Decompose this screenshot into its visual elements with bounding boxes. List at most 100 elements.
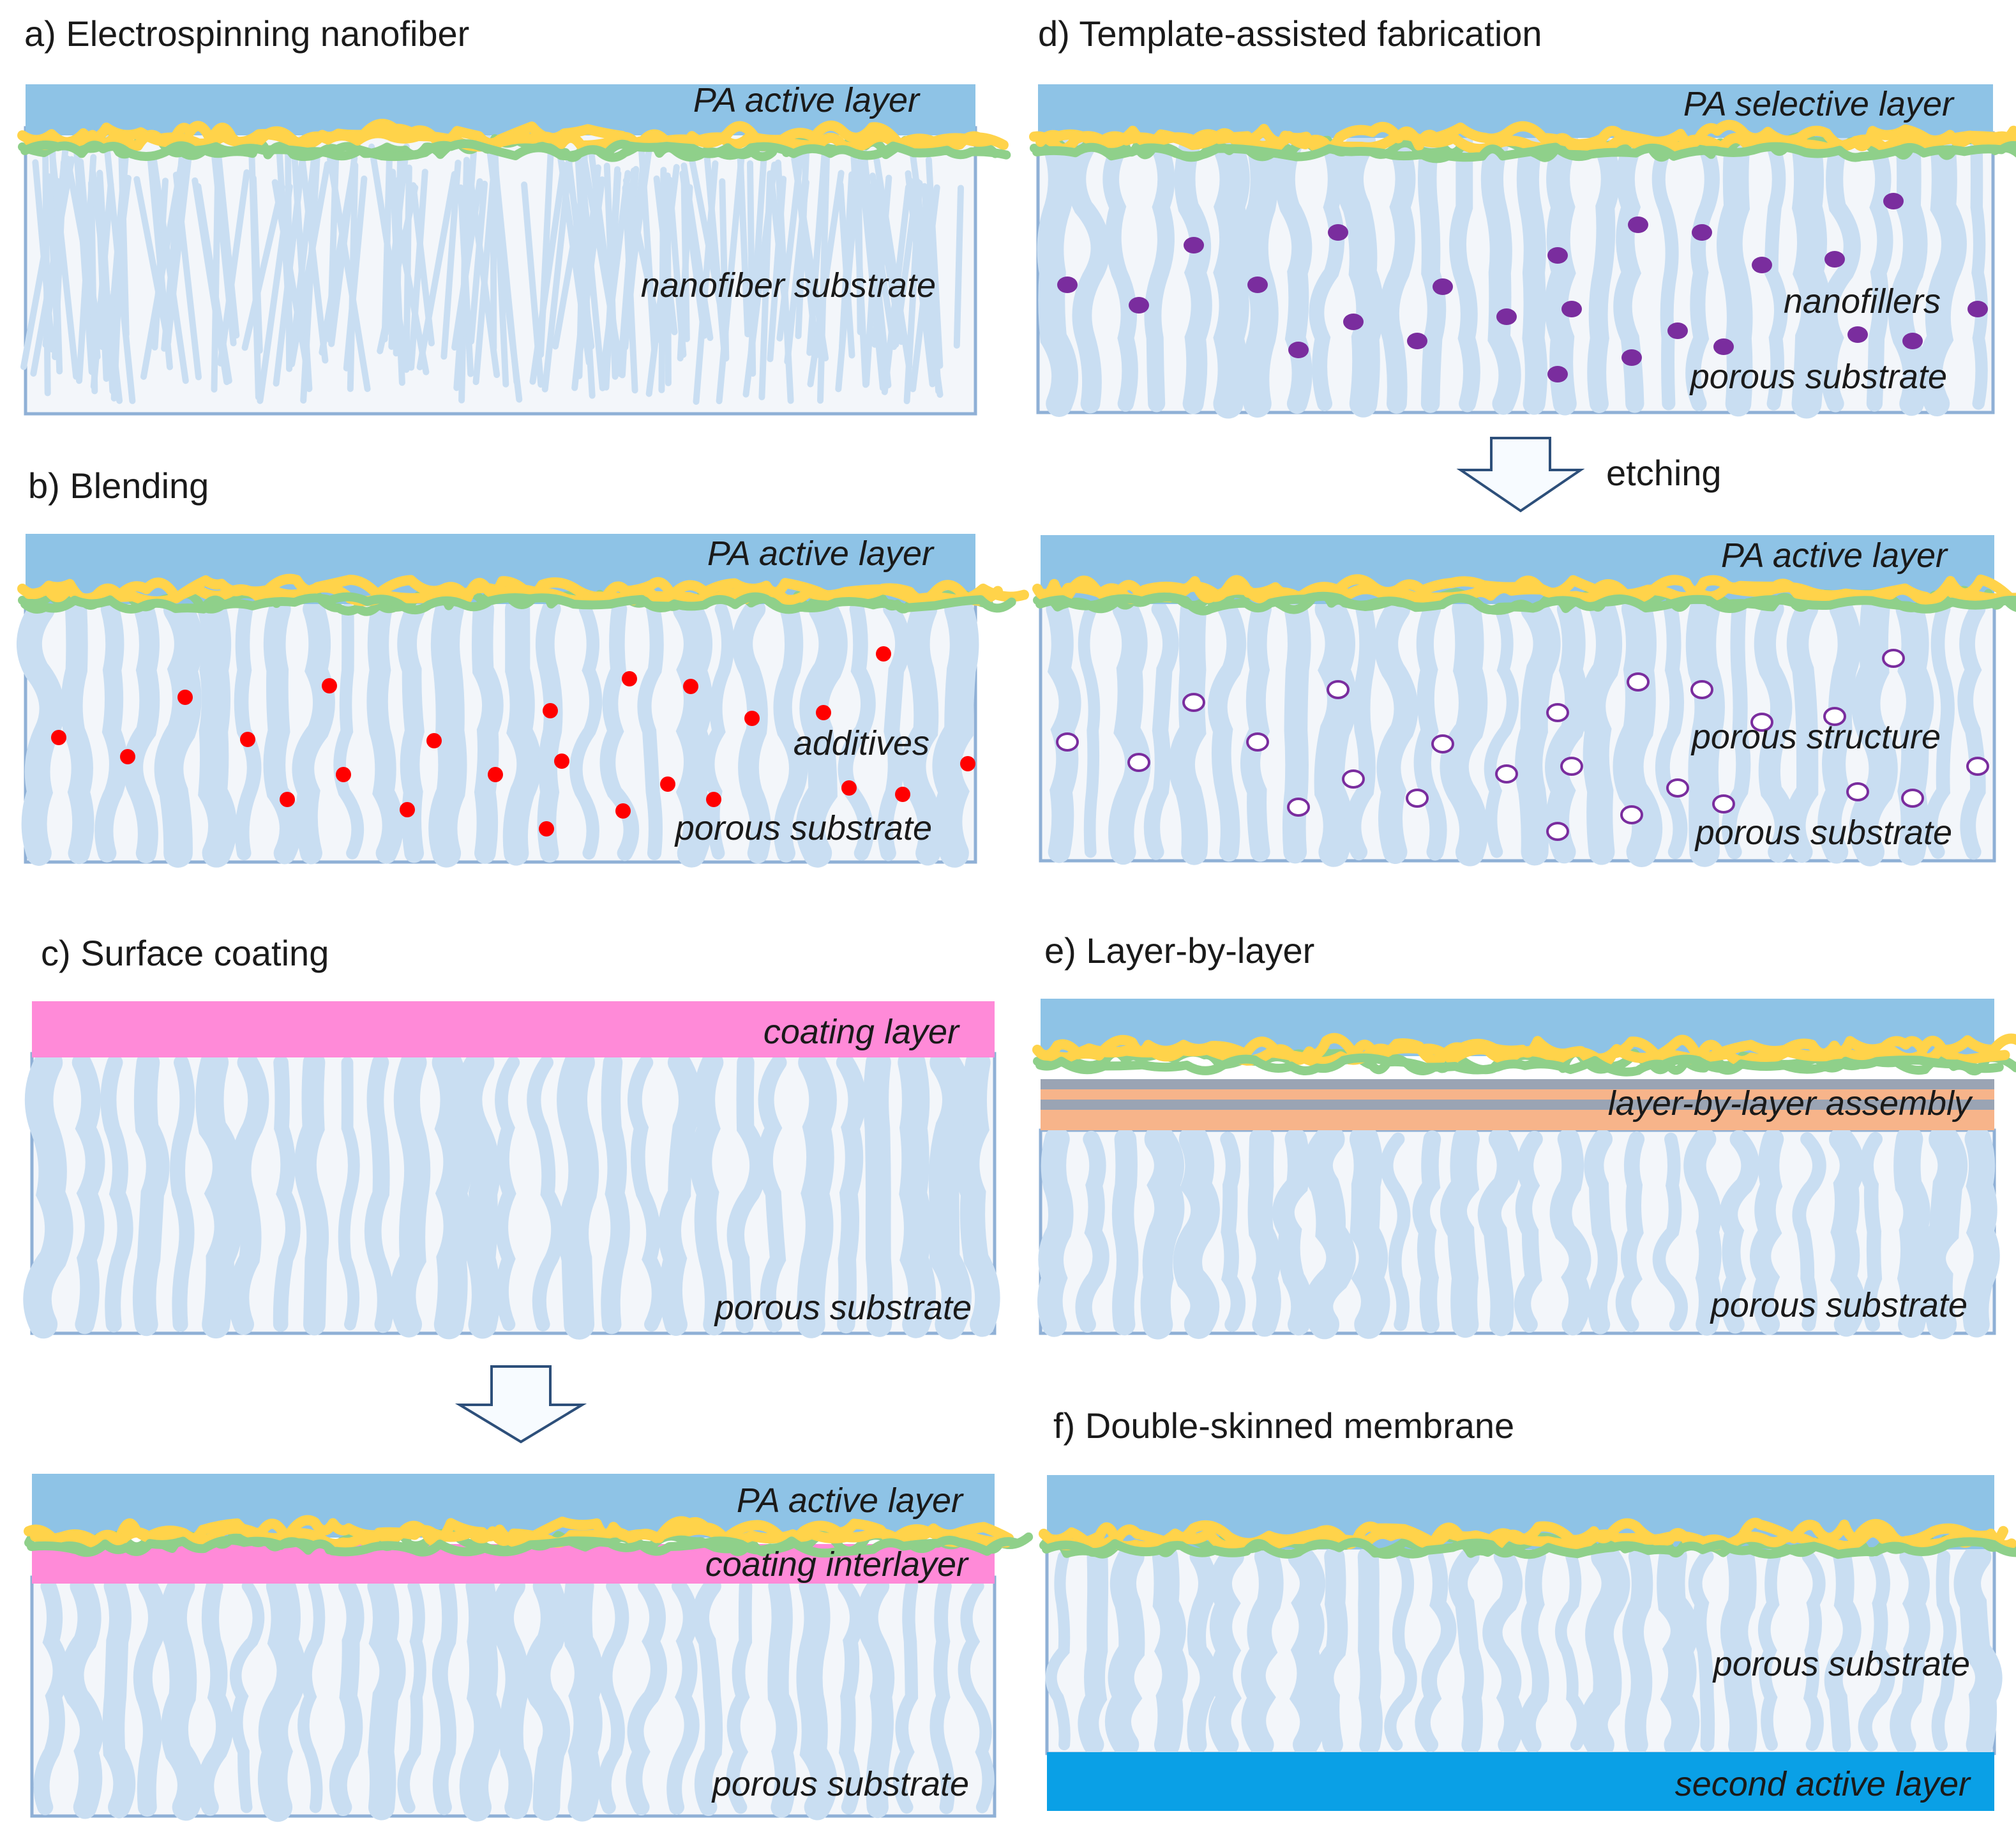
nanofiber: [297, 136, 329, 364]
polyamide-chain-yellow: [1039, 581, 2016, 605]
pore-channel: [1544, 130, 1579, 416]
nanofiller-particle: [1247, 276, 1268, 293]
pore-channel: [1953, 1543, 2003, 1759]
pore-channel: [61, 598, 94, 865]
pore-channel: [1413, 600, 1447, 861]
nanofiller-particle: [1328, 224, 1348, 241]
additive-particle: [280, 792, 295, 807]
polyamide-chain-green: [20, 139, 1011, 162]
nanofiber: [576, 176, 606, 363]
pore-channel: [691, 1577, 723, 1816]
pore-channel: [1066, 132, 1111, 414]
nanofiber: [215, 152, 240, 339]
nanofiber: [767, 176, 787, 363]
additive-particle: [488, 767, 503, 782]
pore-channel: [1078, 1546, 1109, 1755]
nanofiller-particle: [1847, 326, 1868, 343]
pore-void: [1823, 707, 1846, 726]
pore-channel: [1335, 128, 1384, 418]
pore-channel: [170, 1055, 195, 1332]
additive-particle: [426, 733, 442, 748]
panel-c-title: c) Surface coating: [41, 933, 329, 973]
polyamide-layer: [17, 119, 1011, 162]
nanofiller-particle: [1752, 257, 1772, 273]
pore-channel: [1792, 1132, 1826, 1331]
pore-void: [1431, 734, 1454, 753]
pore-channel: [1207, 599, 1247, 862]
pore-channel: [626, 1578, 667, 1815]
polyamide-chain-green: [20, 592, 1016, 615]
pore-channel: [1895, 595, 1934, 866]
pore-channel: [1477, 1127, 1521, 1336]
pore-void: [1666, 778, 1689, 798]
pore-channel: [523, 1572, 571, 1821]
pore-channel: [1313, 1546, 1348, 1755]
pore-channel: [628, 1055, 666, 1332]
nanofiber: [521, 181, 545, 388]
pore-channel: [597, 1579, 629, 1814]
additive-particle: [51, 730, 66, 745]
pore-channel: [1584, 1129, 1618, 1335]
pore-void: [1546, 822, 1569, 841]
additive-particle: [895, 787, 910, 802]
polyamide-chain-yellow: [1039, 1517, 2008, 1552]
pore-channel: [1288, 1543, 1326, 1758]
pore-channel: [1173, 1124, 1220, 1339]
pore-channel: [1152, 1543, 1188, 1758]
pore-channel: [1078, 603, 1101, 858]
pore-channel: [658, 1050, 702, 1336]
pore-channel: [1037, 1126, 1074, 1337]
pore-channel: [726, 1054, 767, 1333]
pore-channel: [1108, 596, 1151, 865]
nanofiber: [248, 147, 262, 400]
panel-d: d) Template-assisted fabrication PA sele…: [1029, 13, 2016, 867]
pore-channel: [229, 1580, 265, 1813]
pore-channel: [197, 594, 237, 868]
additive-particle: [744, 711, 760, 726]
pore-channel: [1754, 598, 1796, 863]
pore-channel: [1688, 1550, 1715, 1752]
pore-channel: [1519, 1548, 1549, 1753]
pore-channel: [557, 1047, 599, 1340]
pore-channel: [1344, 600, 1376, 861]
nanofiller-particle: [1628, 216, 1648, 233]
nanofiber: [110, 145, 128, 402]
pore-channel: [33, 1578, 69, 1815]
polyamide-layer: [1039, 1517, 2016, 1559]
pore-channel: [1412, 1130, 1441, 1333]
nanofiber-substrate-label: nanofiber substrate: [641, 266, 936, 305]
nanofiber: [133, 176, 172, 345]
polyamide-chain-yellow: [1035, 129, 2016, 155]
panel-d-title: d) Template-assisted fabrication: [1038, 13, 1542, 54]
pore-channel: [1719, 1130, 1760, 1334]
pore-channel: [1613, 594, 1663, 867]
pa-active-layer-label: PA active layer: [693, 81, 921, 119]
pore-channel: [1380, 1132, 1411, 1331]
pore-channel: [1220, 1132, 1246, 1332]
additive-particle: [554, 753, 569, 769]
nanofiller-particle: [1129, 297, 1149, 314]
nanofiber: [541, 160, 573, 393]
pore-channel: [459, 1571, 503, 1822]
pore-channel: [1046, 598, 1081, 863]
coating-layer: [32, 1001, 995, 1057]
nanofiber: [347, 162, 359, 392]
nanofillers-label: nanofillers: [1784, 282, 1941, 321]
pore-void: [1750, 713, 1773, 732]
pore-channel: [453, 1048, 500, 1339]
nanofiber: [368, 143, 410, 371]
pore-channel: [367, 1573, 406, 1821]
pore-void: [1495, 764, 1518, 784]
pore-channel: [502, 596, 542, 866]
pore-void: [1846, 782, 1869, 801]
pore-channel: [1579, 596, 1623, 865]
nanofiller-particle: [1967, 301, 1988, 317]
porous-substrate-label: porous substrate: [711, 1765, 969, 1803]
nanofiber: [835, 159, 862, 393]
pore-channel: [726, 1579, 753, 1814]
polyamide-chain-green: [1042, 1537, 2016, 1559]
nanofiller-particle: [1184, 237, 1204, 254]
pore-channel: [257, 1571, 306, 1822]
nanofiber: [925, 156, 944, 369]
